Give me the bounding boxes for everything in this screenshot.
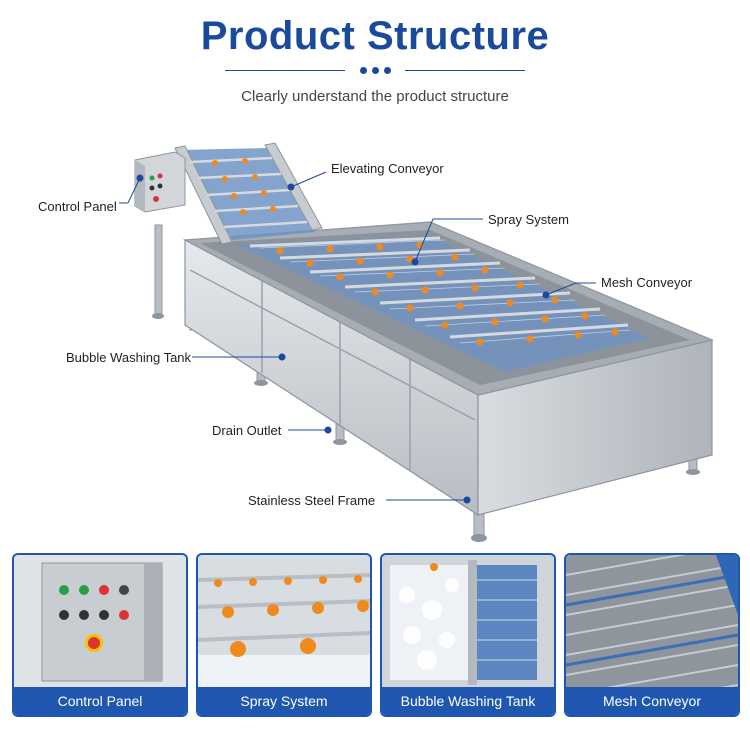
callout-elevating-conveyor: Elevating Conveyor [331,161,444,176]
divider-dot [372,67,379,74]
callout-drain-outlet: Drain Outlet [212,423,282,438]
title-divider [225,66,525,76]
callout-control-panel: Control Panel [38,199,117,214]
panel-label: Spray System [198,687,370,715]
detail-panel-control-panel: Control Panel [12,553,188,717]
panel-label: Mesh Conveyor [566,687,738,715]
panel-label: Bubble Washing Tank [382,687,554,715]
callout-lines [119,171,596,504]
detail-panel-mesh-conveyor: Mesh Conveyor [564,553,740,717]
spray-nozzles [276,241,619,346]
callout-bubble-washing-tank: Bubble Washing Tank [66,350,192,365]
page-title: Product Structure [200,14,550,58]
detail-panel-bubble-washing-tank: Bubble Washing Tank [380,553,556,717]
elevating-conveyor [174,142,323,245]
panel-label: Control Panel [14,687,186,715]
detail-panel-spray-system: Spray System [196,553,372,717]
callout-spray-system: Spray System [488,212,569,227]
divider-dot [384,67,391,74]
washing-machine-illustration [119,142,714,542]
page-subtitle: Clearly understand the product structure [241,88,509,105]
divider-dot [360,67,367,74]
callout-mesh-conveyor: Mesh Conveyor [601,275,693,290]
control-box [134,151,186,213]
callout-stainless-steel-frame: Stainless Steel Frame [248,493,376,508]
spray-pipes [249,236,629,339]
